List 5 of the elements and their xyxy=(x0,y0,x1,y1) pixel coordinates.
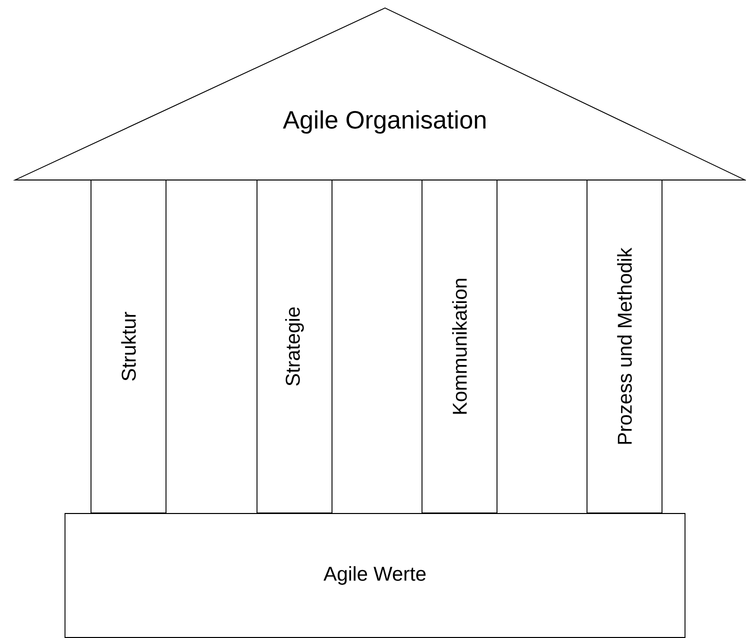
pillar: Struktur xyxy=(90,180,166,514)
pillar: Kommunikation xyxy=(422,180,498,514)
base-box: Agile Werte xyxy=(64,513,686,638)
pillar: Prozess und Methodik xyxy=(586,180,662,514)
pillar: Strategie xyxy=(256,180,332,514)
